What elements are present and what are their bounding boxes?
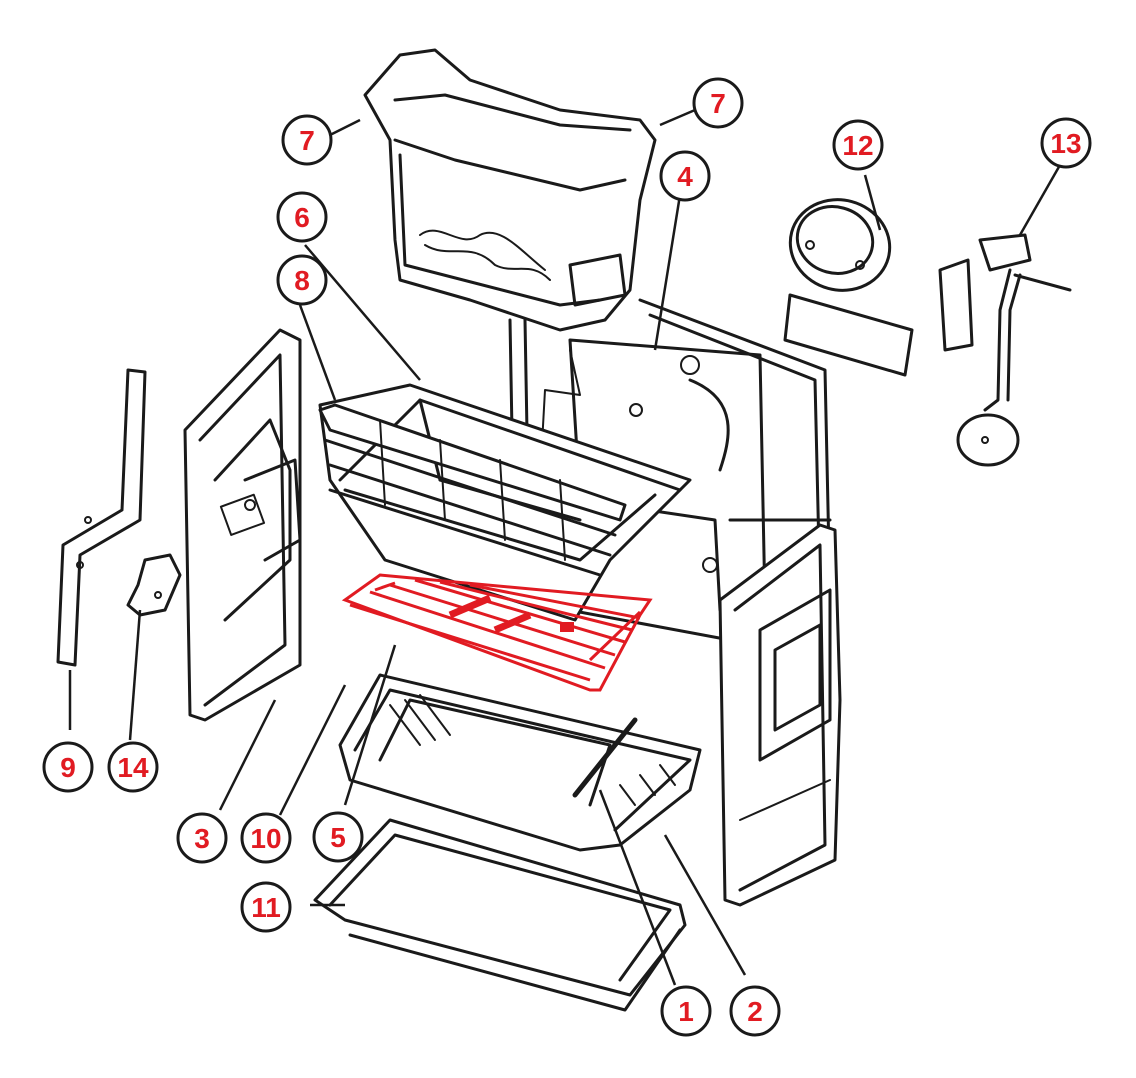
callout-label: 7 bbox=[299, 125, 315, 156]
callout-label: 7 bbox=[710, 88, 726, 119]
callout-label: 1 bbox=[678, 996, 694, 1027]
callout-label: 10 bbox=[250, 823, 281, 854]
part-grate-highlighted bbox=[341, 573, 653, 692]
callout-7-right: 7 bbox=[692, 77, 744, 129]
part-poker-rod bbox=[56, 368, 147, 667]
callout-label: 12 bbox=[842, 130, 873, 161]
part-damper-handle bbox=[938, 233, 1072, 467]
callout-label: 11 bbox=[251, 892, 281, 923]
callout-6: 6 bbox=[276, 191, 328, 243]
callout-12: 12 bbox=[832, 119, 884, 171]
callout-label: 6 bbox=[294, 202, 310, 233]
callout-9: 9 bbox=[42, 741, 94, 793]
callout-2: 2 bbox=[729, 985, 781, 1037]
callout-label: 14 bbox=[117, 752, 149, 783]
callout-label: 2 bbox=[747, 996, 763, 1027]
callout-3: 3 bbox=[176, 812, 228, 864]
part-flue-ring bbox=[783, 198, 914, 377]
callout-label: 3 bbox=[194, 823, 210, 854]
callout-label: 13 bbox=[1050, 128, 1081, 159]
callout-10: 10 bbox=[240, 812, 292, 864]
callout-4: 4 bbox=[659, 150, 711, 202]
callout-label: 5 bbox=[330, 822, 346, 853]
callout-8: 8 bbox=[276, 254, 328, 306]
part-front-grill bbox=[318, 403, 627, 577]
callout-7-left: 7 bbox=[281, 114, 333, 166]
callout-14: 14 bbox=[107, 741, 159, 793]
part-front-side-panel bbox=[718, 523, 842, 907]
part-ash-pan bbox=[313, 818, 687, 1012]
callout-label: 8 bbox=[294, 265, 310, 296]
part-ash-tray-frame bbox=[338, 673, 702, 852]
part-small-bracket bbox=[126, 553, 182, 617]
callout-label: 4 bbox=[677, 161, 693, 192]
part-left-door-frame bbox=[183, 328, 302, 722]
callout-1: 1 bbox=[660, 985, 712, 1037]
callout-13: 13 bbox=[1040, 117, 1092, 169]
callout-label: 9 bbox=[60, 752, 76, 783]
callout-5: 5 bbox=[312, 811, 364, 863]
part-top-cover bbox=[363, 48, 657, 332]
callout-11: 11 bbox=[240, 881, 292, 933]
